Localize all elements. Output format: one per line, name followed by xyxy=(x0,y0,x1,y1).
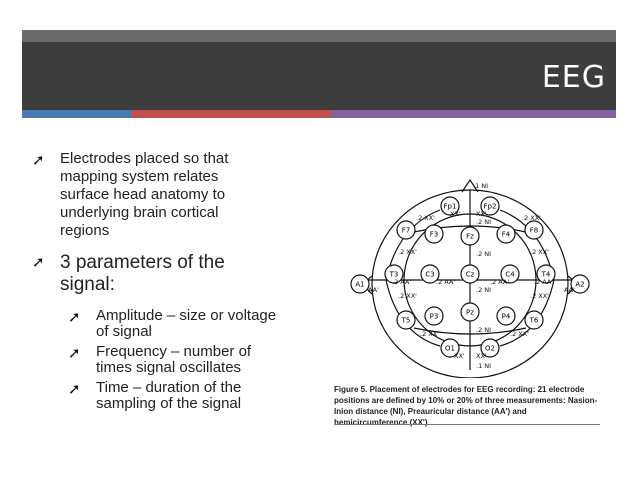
measurement-label: XX' xyxy=(476,210,487,218)
measurement-label: .2 XX' xyxy=(530,292,549,300)
bullet-list: ➚ Electrodes placed so that mapping syst… xyxy=(32,150,302,416)
measurement-label: .2 XX' xyxy=(530,248,549,256)
measurement-label: AA' xyxy=(564,286,575,294)
measurement-label: .2 XX' xyxy=(522,214,541,222)
electrode-pz xyxy=(460,302,480,322)
sub-bullet-item: ➚ Amplitude – size or voltage of signal xyxy=(68,308,302,340)
caption-rule xyxy=(334,424,600,425)
electrode-label: T6 xyxy=(529,317,539,325)
measurement-label: XX' xyxy=(450,210,461,218)
measurement-label: .2 NI xyxy=(476,218,491,226)
electrode-label: T4 xyxy=(541,271,551,279)
electrode-fz xyxy=(460,226,480,246)
stripe-purple xyxy=(332,110,616,118)
measurement-label: .1 NI xyxy=(476,362,491,370)
sub-bullet-text: Time – duration of the sampling of the s… xyxy=(96,379,242,412)
title-bar xyxy=(22,30,616,110)
electrode-o1 xyxy=(440,338,460,358)
electrode-t6 xyxy=(524,310,544,330)
measurement-label: .2 AA' xyxy=(392,278,411,286)
measurement-label: .2 AA' xyxy=(436,278,455,286)
stripe-red xyxy=(132,110,332,118)
bullet-text: Electrodes placed so that mapping system… xyxy=(60,150,229,239)
measurement-label: .2 AA' xyxy=(490,278,509,286)
measurement-label: .2 XX' xyxy=(510,330,529,338)
electrode-label: T5 xyxy=(401,317,411,325)
measurement-label: .2 XX' xyxy=(416,214,435,222)
arrow-bullet-icon: ➚ xyxy=(68,345,81,362)
arrow-bullet-icon: ➚ xyxy=(68,381,81,398)
electrode-c4 xyxy=(500,264,520,284)
bullet-item: ➚ Electrodes placed so that mapping syst… xyxy=(32,150,302,240)
measurement-label: .2 XX' xyxy=(420,330,439,338)
sub-bullet-text: Frequency – number of times signal oscil… xyxy=(96,343,252,376)
electrode-label: C3 xyxy=(425,271,434,279)
electrode-label: P4 xyxy=(502,313,511,321)
measurement-label: AA' xyxy=(368,286,379,294)
bullet-text: 3 parameters of the signal: xyxy=(60,252,225,295)
electrode-label: A1 xyxy=(355,281,364,289)
electrode-fp1 xyxy=(440,196,460,216)
measurement-label: .2 XX' xyxy=(398,248,417,256)
measurement-label: .2 XX' xyxy=(398,292,417,300)
electrode-label: P3 xyxy=(430,313,439,321)
arrow-bullet-icon: ➚ xyxy=(68,309,81,326)
electrode-label: F4 xyxy=(502,231,511,239)
stripe-blue xyxy=(22,110,132,118)
electrode-f4 xyxy=(496,224,516,244)
electrode-f8 xyxy=(524,220,544,240)
electrode-label: O1 xyxy=(445,345,455,353)
slide-title: EEG xyxy=(541,60,606,95)
electrode-t5 xyxy=(396,310,416,330)
electrode-label: Fp2 xyxy=(484,203,497,211)
measurement-label: .2 AA' xyxy=(534,278,553,286)
arrow-bullet-icon: ➚ xyxy=(32,254,45,271)
electrode-label: T3 xyxy=(389,271,399,279)
sub-bullet-text: Amplitude – size or voltage of signal xyxy=(96,307,277,340)
electrode-f7 xyxy=(396,220,416,240)
electrode-t3 xyxy=(384,264,404,284)
electrode-label: F7 xyxy=(402,227,410,235)
electrode-cz xyxy=(460,264,480,284)
measurement-label: .2 NI xyxy=(476,286,491,294)
electrode-label: F3 xyxy=(430,231,438,239)
electrode-o2 xyxy=(480,338,500,358)
measurement-label: .2 NI xyxy=(476,326,491,334)
arrow-bullet-icon: ➚ xyxy=(32,152,45,169)
electrode-a2 xyxy=(570,274,590,294)
title-bar-top-strip xyxy=(22,30,616,42)
electrode-a1 xyxy=(350,274,370,294)
measurement-label: XX' xyxy=(476,352,487,360)
electrode-label: Fz xyxy=(466,233,474,241)
measurement-label: .2 NI xyxy=(476,250,491,258)
color-stripes xyxy=(22,110,616,118)
electrode-label: F8 xyxy=(530,227,538,235)
sub-bullet-item: ➚ Time – duration of the sampling of the… xyxy=(68,380,302,412)
electrode-p3 xyxy=(424,306,444,326)
electrode-label: O2 xyxy=(485,345,495,353)
measurement-label: .1 NI xyxy=(473,182,488,190)
bullet-item: ➚ 3 parameters of the signal: xyxy=(32,252,302,296)
electrode-t4 xyxy=(536,264,556,284)
sub-bullet-item: ➚ Frequency – number of times signal osc… xyxy=(68,344,302,376)
electrode-label: Fp1 xyxy=(444,203,457,211)
electrode-label: Cz xyxy=(466,271,475,279)
electrode-p4 xyxy=(496,306,516,326)
figure-caption: Figure 5. Placement of electrodes for EE… xyxy=(334,385,598,427)
electrode-f3 xyxy=(424,224,444,244)
electrode-label: C4 xyxy=(505,271,515,279)
electrode-c3 xyxy=(420,264,440,284)
electrode-fp2 xyxy=(480,196,500,216)
electrode-label: A2 xyxy=(575,281,584,289)
electrode-label: Pz xyxy=(466,309,474,317)
measurement-label: XX' xyxy=(454,352,465,360)
